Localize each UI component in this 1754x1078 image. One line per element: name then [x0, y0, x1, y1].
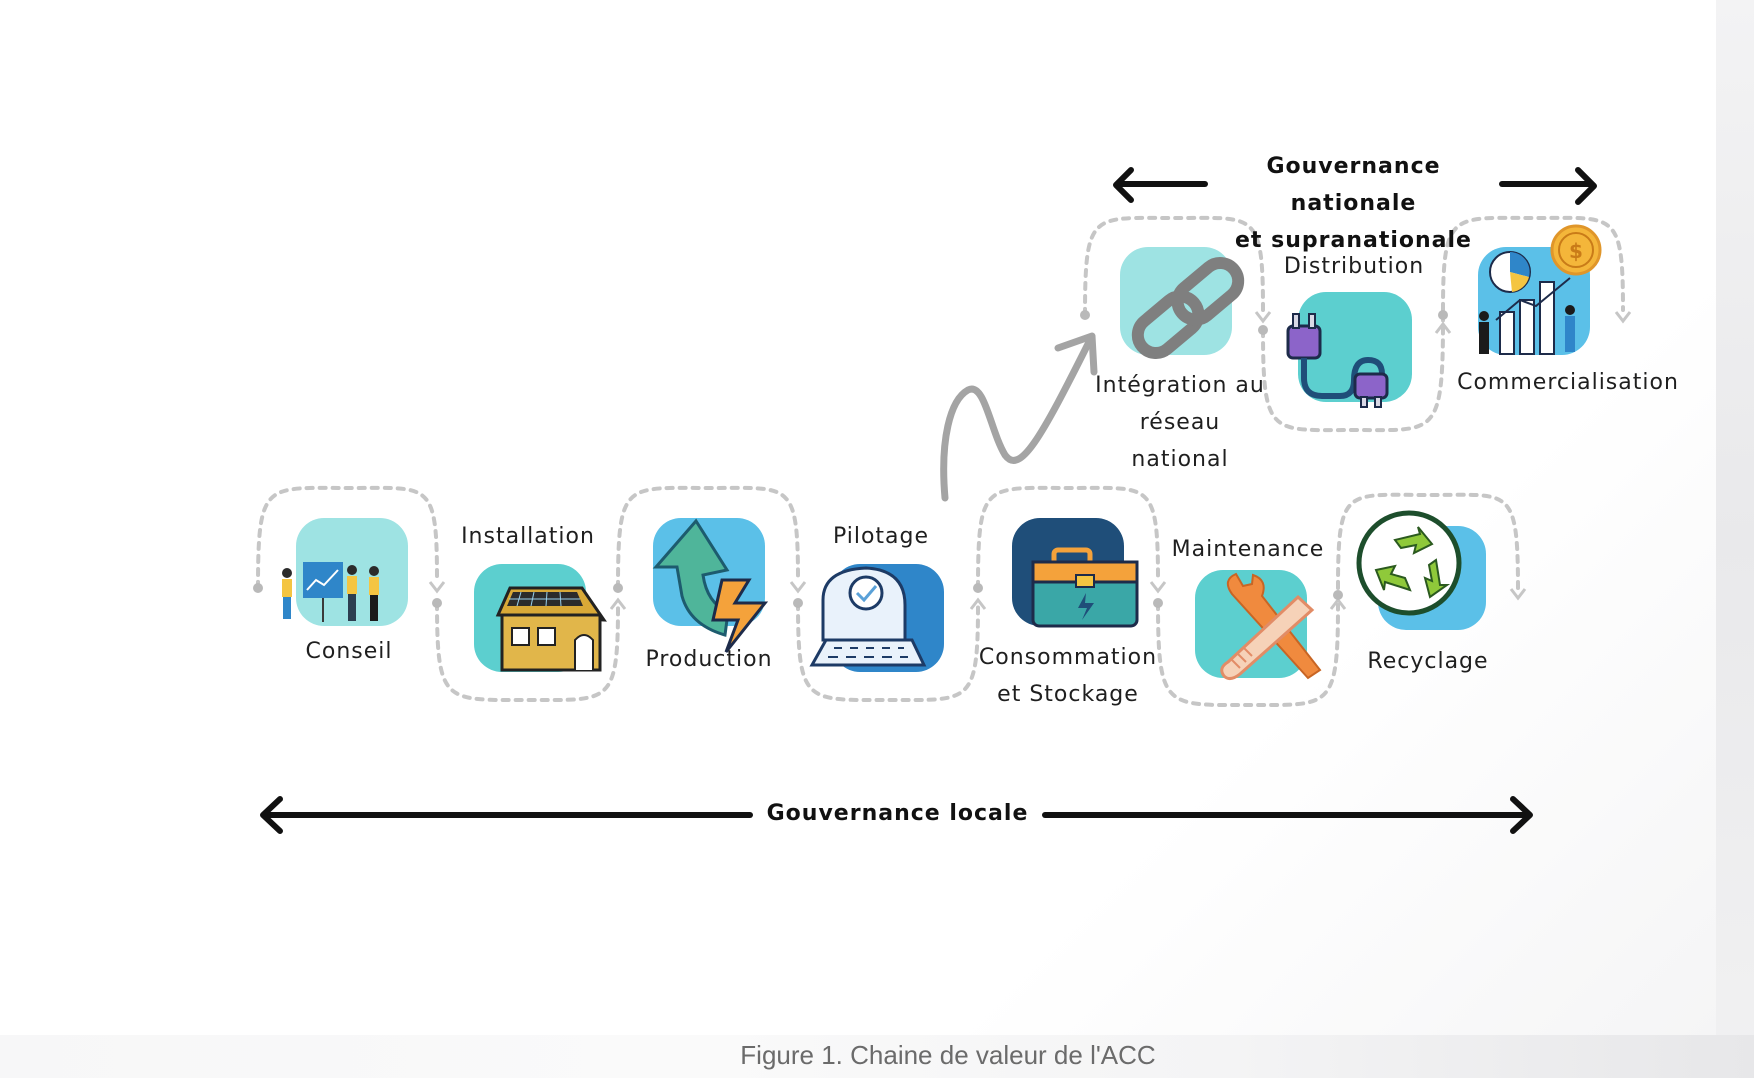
figure-caption: Figure 1. Chaine de valeur de l'ACC	[740, 1040, 1156, 1070]
stage-label-pilotage: Pilotage	[832, 524, 930, 549]
stage-label-installation: Installation	[461, 524, 595, 549]
national-governance-arrow	[1113, 167, 1597, 205]
national-governance-label: Gouvernance nationale et supranationale	[1235, 154, 1472, 253]
stage-label-distribution: Distribution	[1283, 254, 1425, 279]
recycle-icon	[1356, 510, 1486, 630]
escalation-arrow	[940, 332, 1098, 502]
stage-label-conseil: Conseil	[305, 639, 393, 664]
stage-label-recyclage: Recyclage	[1367, 649, 1489, 674]
page-edge-shadow	[1716, 0, 1754, 1078]
business-growth-icon: $	[1478, 224, 1602, 355]
dotted-flow-path	[256, 215, 1625, 708]
chain-link-icon	[1120, 247, 1245, 359]
tools-icon	[1195, 570, 1322, 681]
flow-direction-markers	[428, 311, 1632, 610]
computer-icon	[809, 564, 944, 672]
stage-label-consommation: Consommation et Stockage	[978, 645, 1158, 707]
stage-label-maintenance: Maintenance	[1171, 537, 1325, 562]
solar-house-icon	[474, 564, 607, 672]
svg-text:$: $	[1569, 239, 1583, 263]
toolbox-battery-icon	[1012, 518, 1139, 628]
local-governance-arrow	[260, 796, 1533, 834]
stage-label-integration: Intégration au réseau national	[1095, 373, 1265, 472]
power-plug-icon	[1286, 292, 1412, 408]
energy-production-icon	[652, 518, 769, 653]
presentation-icon	[282, 518, 408, 626]
stage-label-production: Production	[645, 647, 773, 672]
stage-label-commercialisation: Commercialisation	[1457, 370, 1679, 395]
local-governance-label: Gouvernance locale	[766, 801, 1029, 826]
caption-bar	[0, 1035, 1754, 1078]
